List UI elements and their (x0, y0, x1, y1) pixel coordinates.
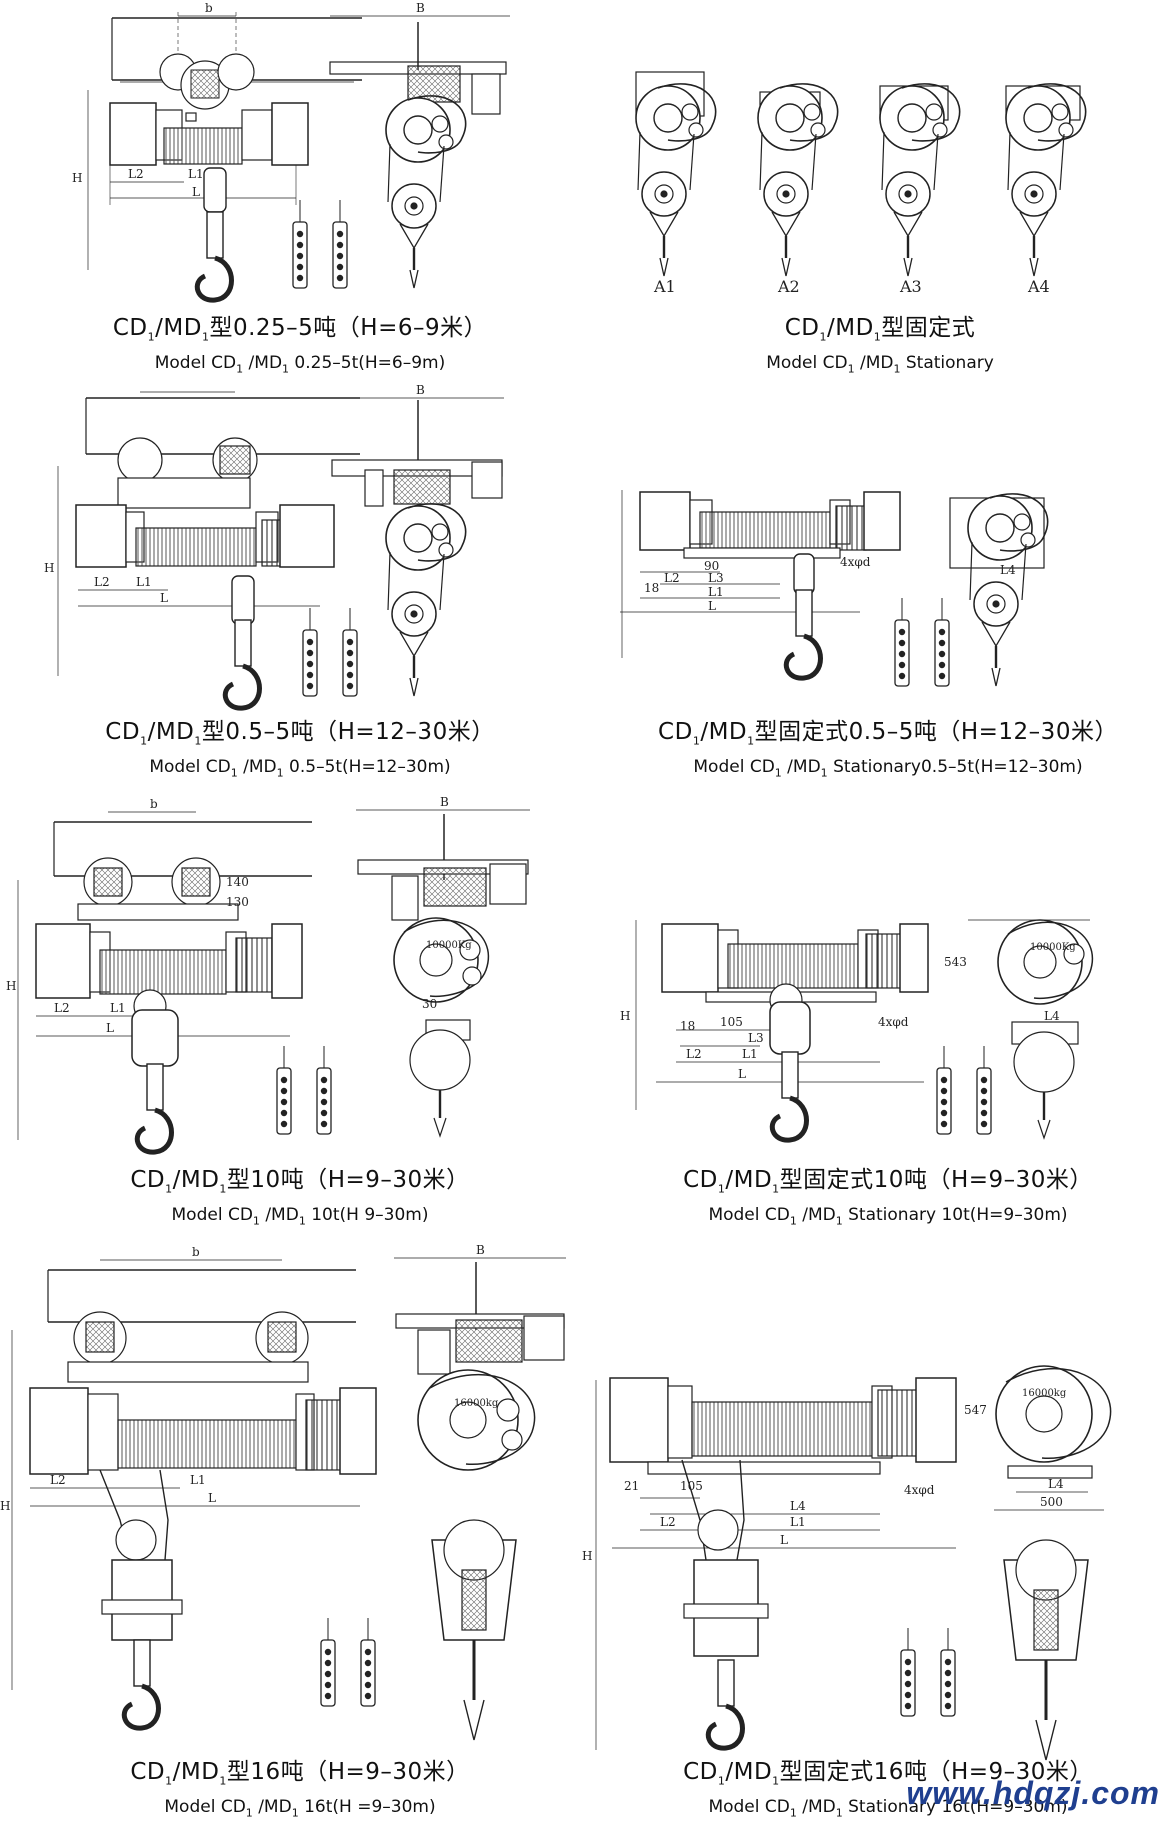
caption-4: CD1/MD1型固定式0.5–5吨（H=12–30米） Model CD1 /M… (600, 718, 1176, 784)
dim-L1-1: L1 (188, 167, 204, 181)
caption-2-en: Model CD1 /MD1 Stationary (766, 352, 994, 375)
diagram-1-drawing (87, 12, 510, 300)
label-A3: A3 (899, 277, 922, 296)
dim-L-1: L (192, 185, 200, 199)
dim-L2-7: L2 (50, 1473, 66, 1487)
caption-8: CD1/MD1型固定式16吨（H=9–30米） Model CD1 /MD1 S… (600, 1758, 1176, 1824)
dim-543-6: 543 (944, 955, 967, 969)
dim-21-8: 21 (624, 1479, 639, 1493)
dim-L-5: L (106, 1021, 114, 1035)
caption-1-zh: CD1/MD1型0.25–5吨（H=6–9米） (112, 315, 488, 344)
dim-B-5: B (440, 795, 449, 809)
caption-2: CD1/MD1型固定式 Model CD1 /MD1 Stationary (600, 314, 1160, 380)
site-watermark: www.hdqzj.com (906, 1775, 1160, 1811)
dim-L2-4: L2 (664, 571, 680, 585)
caption-3: CD1/MD1型0.5–5吨（H=12–30米） Model CD1 /MD1 … (0, 718, 600, 784)
dim-18-4: 18 (644, 581, 659, 595)
dim-105-6: 105 (720, 1015, 743, 1029)
diagram-7-drawing (11, 1257, 566, 1741)
caption-6-en: Model CD1 /MD1 Stationary 10t(H=9–30m) (708, 1204, 1068, 1227)
dim-L1-3: L1 (136, 575, 152, 589)
dim-holes-6: 4xφd (878, 1015, 909, 1029)
caption-5-zh: CD1/MD1型10吨（H=9–30米） (130, 1167, 470, 1196)
dim-500-8: 500 (1040, 1495, 1063, 1509)
dim-H-7: H (0, 1499, 10, 1513)
dim-L2-3: L2 (94, 575, 110, 589)
dim-H-3: H (44, 561, 54, 575)
dim-140-5: 140 (226, 875, 249, 889)
diagram-8-drawing (595, 1365, 1112, 1761)
dim-H-8: H (582, 1549, 592, 1563)
dim-L1-8: L1 (790, 1515, 806, 1529)
label-A2: A2 (777, 277, 800, 296)
dim-L-7: L (208, 1491, 216, 1505)
tonnage-16t-7: 16000kg (454, 1398, 499, 1409)
caption-4-en: Model CD1 /MD1 Stationary0.5–5t(H=12–30m… (693, 756, 1083, 779)
dim-30-5: 30 (422, 997, 437, 1011)
dim-90-4: 90 (704, 559, 719, 573)
dim-L2-1: L2 (128, 167, 144, 181)
dim-L-8: L (780, 1533, 788, 1547)
dim-L-3: L (160, 591, 168, 605)
caption-4-zh: CD1/MD1型固定式0.5–5吨（H=12–30米） (658, 719, 1118, 748)
diagram-3-drawing (57, 391, 504, 708)
caption-1: CD1/MD1型0.25–5吨（H=6–9米） Model CD1 /MD1 0… (0, 314, 600, 380)
diagram-6-drawing (635, 919, 1093, 1140)
dim-H-1: H (72, 171, 82, 185)
dim-L4-6: L4 (1044, 1009, 1060, 1023)
caption-6-zh: CD1/MD1型固定式10吨（H=9–30米） (683, 1167, 1093, 1196)
dim-B-1: B (416, 1, 425, 15)
label-A1: A1 (653, 277, 676, 296)
dim-105-8: 105 (680, 1479, 703, 1493)
tonnage-10t-5: 10000Kg (426, 940, 472, 951)
dim-L2-6: L2 (686, 1047, 702, 1061)
caption-6: CD1/MD1型固定式10吨（H=9–30米） Model CD1 /MD1 S… (600, 1166, 1176, 1232)
dim-18-6: 18 (680, 1019, 695, 1033)
dim-b-1: b (205, 1, 213, 15)
caption-3-zh: CD1/MD1型0.5–5吨（H=12–30米） (105, 719, 495, 748)
dim-130-5: 130 (226, 895, 249, 909)
caption-1-en: Model CD1 /MD1 0.25–5t(H=6–9m) (154, 352, 446, 375)
caption-7-en: Model CD1 /MD1 16t(H =9–30m) (164, 1796, 436, 1819)
label-A4: A4 (1027, 277, 1050, 296)
dim-holes-8: 4xφd (904, 1483, 935, 1497)
caption-3-en: Model CD1 /MD1 0.5–5t(H=12–30m) (149, 756, 451, 779)
caption-5-en: Model CD1 /MD1 10t(H 9–30m) (171, 1204, 429, 1227)
dim-L-6: L (738, 1067, 746, 1081)
dim-B-3: B (416, 383, 425, 397)
dim-L4-8: L4 (790, 1499, 806, 1513)
dim-b-5: b (150, 797, 158, 811)
dim-holes-4: 4xφd (840, 555, 871, 569)
diagram-4-drawing (620, 490, 1049, 688)
dim-L-4: L (708, 599, 716, 613)
caption-2-zh: CD1/MD1型固定式 (784, 315, 976, 344)
tonnage-10t-6: 10000Kg (1030, 942, 1076, 953)
dim-B-7: B (476, 1243, 485, 1257)
diagram-5-drawing (17, 809, 530, 1152)
diagram-2-drawing (634, 71, 1087, 278)
dim-H-6: H (620, 1009, 630, 1023)
caption-7: CD1/MD1型16吨（H=9–30米） Model CD1 /MD1 16t(… (0, 1758, 600, 1824)
dim-b-7: b (192, 1245, 200, 1259)
dim-L1-4: L1 (708, 585, 724, 599)
dim-L4b-8: L4 (1048, 1477, 1064, 1491)
dim-L1-6: L1 (742, 1047, 758, 1061)
dim-L2-8: L2 (660, 1515, 676, 1529)
dim-L3-4: L3 (708, 571, 724, 585)
caption-8-en: Model CD1 /MD1 Stationary 16t(H=9–30m) (708, 1796, 1068, 1819)
dim-547-8: 547 (964, 1403, 987, 1417)
caption-8-zh: CD1/MD1型固定式16吨（H=9–30米） (683, 1759, 1093, 1788)
dim-H-5: H (6, 979, 16, 993)
dim-L4-4: L4 (1000, 563, 1016, 577)
dim-L1-5: L1 (110, 1001, 126, 1015)
dim-L2-5: L2 (54, 1001, 70, 1015)
dim-L3-6: L3 (748, 1031, 764, 1045)
dim-L1-7: L1 (190, 1473, 206, 1487)
caption-7-zh: CD1/MD1型16吨（H=9–30米） (130, 1759, 470, 1788)
tonnage-16t-8: 16000kg (1022, 1388, 1067, 1399)
caption-5: CD1/MD1型10吨（H=9–30米） Model CD1 /MD1 10t(… (0, 1166, 600, 1232)
